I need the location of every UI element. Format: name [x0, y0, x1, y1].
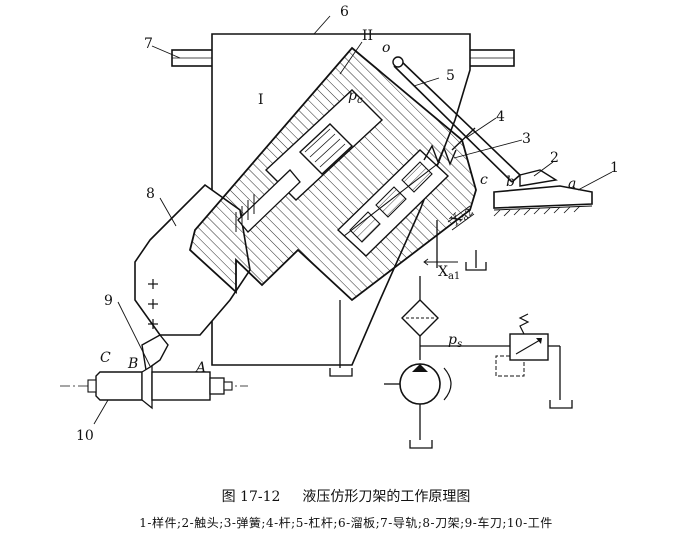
diagram-canvas: 1 2 3 4 5 6 7 8 9 10 I II pc ps o a b c … [60, 4, 619, 449]
caption-title: 液压仿形刀架的工作原理图 [302, 489, 471, 505]
label-10: 10 [76, 428, 94, 444]
point-c: c [480, 172, 488, 188]
label-xa1: Xa1 [438, 264, 460, 282]
pivot-o [392, 56, 404, 68]
template [493, 185, 593, 217]
point-C: C [100, 350, 111, 366]
point-o: o [382, 40, 390, 56]
label-7: 7 [144, 36, 153, 52]
leader-lines [93, 15, 613, 425]
hydraulic-circuit [329, 220, 573, 449]
lever [392, 56, 521, 183]
label-pc: pc [348, 88, 363, 106]
point-b: b [506, 174, 515, 190]
spring [423, 144, 457, 166]
tool-holder-plus-marks [148, 279, 158, 329]
label-9: 9 [104, 293, 113, 309]
turning-tool [141, 334, 169, 372]
label-6: 6 [340, 4, 349, 20]
label-5: 5 [446, 68, 455, 84]
cylinder-housing [188, 46, 477, 302]
filter [401, 299, 439, 337]
relief-valve [495, 313, 549, 377]
workpiece [60, 364, 248, 410]
point-B: B [127, 356, 138, 372]
label-roman-2: II [362, 28, 373, 44]
caption-number: 图 17-12 [221, 489, 281, 505]
label-8: 8 [146, 186, 155, 202]
label-4: 4 [496, 109, 505, 125]
stylus [519, 169, 558, 187]
figure-legend: 1-样件;2-触头;3-弹簧;4-杆;5-杠杆;6-溜板;7-导轨;8-刀架;9… [139, 516, 553, 530]
pump [384, 363, 452, 405]
rod [451, 127, 476, 151]
figure-caption: 图 17-12 液压仿形刀架的工作原理图 [0, 486, 692, 506]
label-3: 3 [522, 131, 531, 147]
point-a: a [568, 176, 576, 192]
label-ps: ps [448, 332, 462, 350]
label-roman-1: I [258, 92, 264, 108]
label-1: 1 [610, 160, 619, 176]
dimension-lines [423, 205, 475, 266]
label-2: 2 [550, 150, 559, 166]
point-A: A [194, 360, 206, 376]
